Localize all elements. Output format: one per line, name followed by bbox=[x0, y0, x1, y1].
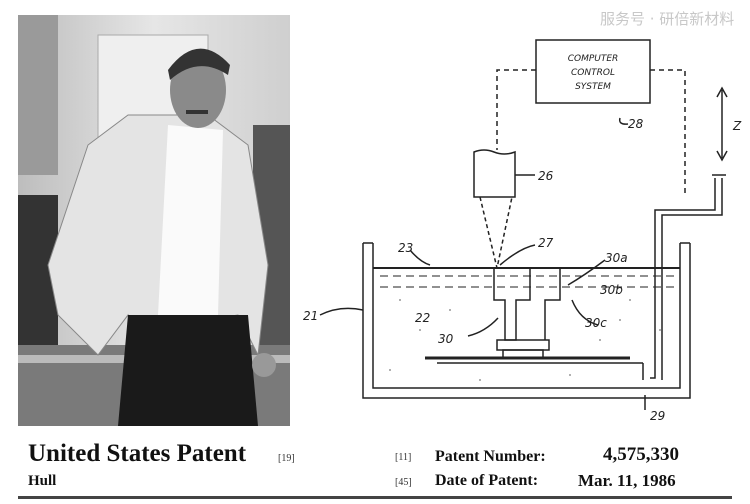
computer-control-box bbox=[535, 39, 651, 104]
ref-26: 26 bbox=[538, 169, 554, 183]
patent-number-value: 4,575,330 bbox=[603, 444, 679, 465]
header-rule bbox=[18, 496, 732, 499]
ref-30c: 30c bbox=[585, 316, 607, 330]
ref-30: 30 bbox=[438, 332, 454, 346]
ref-29: 29 bbox=[650, 409, 665, 423]
patent-title: United States Patent bbox=[28, 440, 247, 467]
date-of-patent-label: Date of Patent: bbox=[435, 472, 539, 489]
patent-diagram: COMPUTER CONTROL SYSTEM 28 26 27 23 30a … bbox=[303, 39, 742, 423]
inventor-name: Hull bbox=[28, 473, 57, 489]
box-line-1: COMPUTER bbox=[568, 54, 619, 64]
title-ref: [19] bbox=[278, 453, 295, 464]
ref-21: 21 bbox=[303, 309, 318, 323]
ref-27: 27 bbox=[538, 236, 554, 250]
date-of-patent-value: Mar. 11, 1986 bbox=[578, 471, 676, 490]
ref-28: 28 bbox=[628, 117, 644, 131]
ref-z: Z bbox=[732, 119, 742, 133]
laser-head bbox=[473, 149, 516, 198]
ref-22: 22 bbox=[415, 311, 430, 325]
box-line-3: SYSTEM bbox=[575, 82, 611, 92]
watermark: 服务号 · 研倍新材料 bbox=[600, 10, 735, 28]
ref-23: 23 bbox=[398, 241, 413, 255]
box-line-2: CONTROL bbox=[571, 68, 615, 78]
ref-30a: 30a bbox=[605, 251, 628, 265]
patent-number-label: Patent Number: bbox=[435, 448, 546, 465]
number-ref: [11] bbox=[395, 452, 412, 463]
date-ref: [45] bbox=[395, 477, 412, 488]
ref-30b: 30b bbox=[600, 283, 623, 297]
inventor-photo bbox=[18, 15, 290, 426]
